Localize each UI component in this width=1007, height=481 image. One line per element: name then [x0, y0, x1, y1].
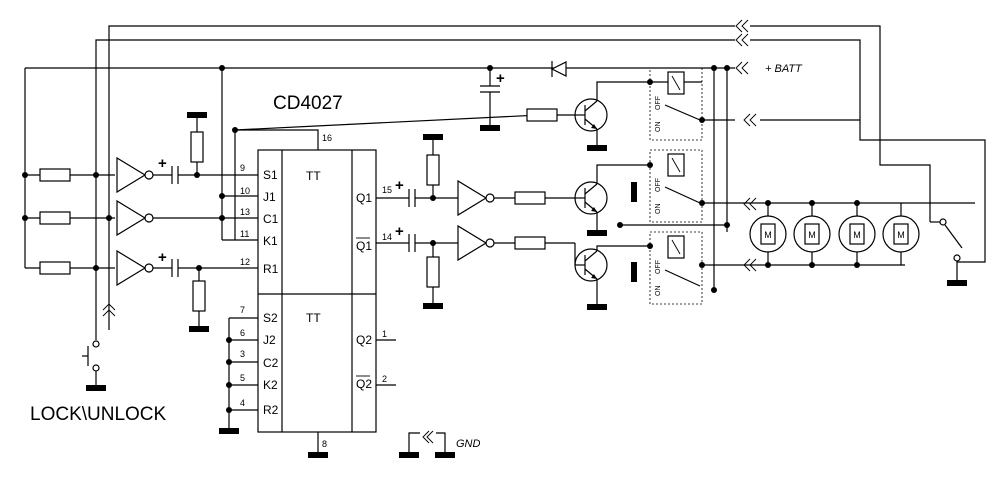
relay-2: OFF ON — [631, 149, 703, 223]
pin-k1: K1 — [263, 234, 278, 248]
pin-c1: C1 — [263, 212, 279, 226]
top-flipflop-label: TT — [306, 169, 321, 183]
junctions — [22, 65, 860, 413]
pin-3: 3 — [240, 349, 245, 359]
r1-network: + — [153, 249, 258, 332]
pin-s1: S1 — [263, 168, 278, 182]
lock-unlock-switch — [82, 300, 106, 391]
plus-sign: + — [158, 249, 167, 266]
pin-13: 13 — [240, 207, 250, 217]
transistor-3 — [574, 245, 650, 310]
relay-on-label: ON — [655, 204, 662, 215]
pin-q1: Q1 — [356, 191, 372, 205]
pin-4: 4 — [240, 398, 245, 408]
pin-10: 10 — [240, 186, 250, 196]
pin-s2: S2 — [263, 311, 278, 325]
pin-j2: J2 — [263, 333, 276, 347]
relay-1: OFF ON — [649, 67, 703, 141]
door-switch — [930, 218, 967, 286]
diode — [550, 61, 567, 77]
pin-6: 6 — [240, 328, 245, 338]
pin-11: 11 — [240, 229, 249, 239]
chip-name: CD4027 — [273, 93, 343, 114]
gnd-connector — [399, 432, 455, 458]
bus-connectors — [102, 19, 757, 444]
relay-wiring — [620, 68, 860, 290]
right-pins: Q1 15 Q1 14 Q2 1 Q2 2 — [356, 185, 396, 391]
left-bottom-pins: 7 S2 6 J2 3 C2 5 K2 4 R2 — [219, 305, 279, 434]
pin-c2: C2 — [263, 356, 279, 370]
relay-3: OFF ON — [631, 231, 703, 305]
s1-network: + — [153, 112, 258, 185]
input-resistors — [25, 168, 115, 275]
relay-off-label: OFF — [655, 260, 662, 274]
transistor-1 — [526, 81, 650, 151]
pin-9: 9 — [240, 163, 245, 173]
plus-sign: + — [395, 223, 404, 240]
bottom-flipflop-label: TT — [306, 311, 321, 325]
q1-output: + — [376, 134, 575, 216]
pin-2: 2 — [382, 374, 387, 384]
pin-q1-bar: Q1 — [356, 239, 372, 253]
supply-capacitor: + — [480, 68, 505, 131]
pin-1: 1 — [382, 329, 387, 339]
batt-label: + BATT — [765, 63, 803, 75]
lock-unlock-label: LOCK\UNLOCK — [30, 404, 167, 425]
pin-q2-bar: Q2 — [356, 377, 372, 391]
input-inverters — [116, 157, 154, 286]
q1-bar-output: + — [376, 223, 575, 309]
relay-on-label: ON — [655, 286, 662, 297]
relay-off-label: OFF — [655, 178, 662, 192]
pin-5: 5 — [240, 373, 245, 383]
cd4027-chip: TT TT — [257, 149, 377, 458]
pin-14: 14 — [382, 232, 392, 242]
pin-r1: R1 — [263, 262, 279, 276]
pin-8: 8 — [322, 439, 327, 449]
bus-lines — [24, 25, 986, 330]
relay-on-label: ON — [655, 122, 662, 133]
pin-r2: R2 — [263, 403, 279, 417]
pin-7: 7 — [240, 305, 245, 315]
pin-16: 16 — [322, 133, 332, 143]
pin-12: 12 — [240, 257, 250, 267]
gnd-label: GND — [456, 438, 481, 450]
pin-k2: K2 — [263, 378, 278, 392]
left-top-pins: 9 S1 10 J1 13 C1 11 K1 12 R1 — [240, 163, 279, 276]
pin-15: 15 — [382, 185, 392, 195]
transistor-2 — [574, 164, 650, 236]
plus-sign: + — [158, 155, 167, 172]
motors — [749, 202, 975, 266]
relay-off-label: OFF — [655, 96, 662, 110]
pin-j1: J1 — [263, 190, 276, 204]
plus-sign: + — [395, 177, 404, 194]
plus-sign: + — [496, 70, 505, 87]
pin-q2: Q2 — [356, 333, 372, 347]
